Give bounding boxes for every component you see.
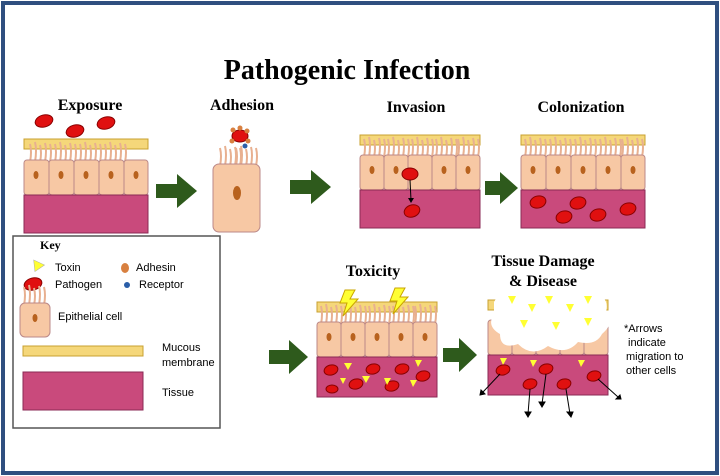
adhesion-panel <box>212 125 261 233</box>
nucleus <box>233 186 241 200</box>
label-damage-line2: & Disease <box>509 273 577 290</box>
receptor-icon <box>124 282 130 288</box>
damage-panel <box>479 286 622 418</box>
key-box: Key Toxin Adhesin Pathogen Receptor Epit… <box>12 235 221 429</box>
invasion-panel <box>359 134 481 229</box>
label-colonization: Colonization <box>537 99 624 116</box>
damage-cloud <box>491 286 611 352</box>
arrow-right-icon <box>269 340 308 374</box>
label-toxicity: Toxicity <box>346 263 401 280</box>
lightning-icon <box>339 289 360 317</box>
mucous-membrane <box>316 301 438 313</box>
arrow-right-icon <box>156 174 197 208</box>
pathogen-icon <box>403 204 421 218</box>
key-adhesin-label: Adhesin <box>136 262 176 274</box>
adhesin-icon <box>121 263 129 273</box>
exposure-panel <box>23 114 149 234</box>
tissue-icon <box>22 371 144 411</box>
label-exposure: Exposure <box>58 97 123 114</box>
note-line4: other cells <box>626 365 677 377</box>
arrow-right-icon <box>443 338 477 372</box>
key-tissue-label: Tissue <box>162 387 194 399</box>
diagram-title: Pathogenic Infection <box>224 55 471 86</box>
toxin-icon <box>33 259 46 272</box>
note-line3: migration to <box>626 351 683 363</box>
mucous-membrane <box>359 134 481 146</box>
tissue-layer <box>23 194 149 234</box>
arrow-right-icon <box>485 172 518 204</box>
pathogen-icon <box>65 124 85 138</box>
note-line1: *Arrows <box>624 323 663 335</box>
label-adhesion: Adhesion <box>210 97 274 114</box>
key-heading: Key <box>40 238 61 252</box>
key-mucous-line2: membrane <box>162 357 215 369</box>
label-invasion: Invasion <box>387 99 446 116</box>
colonization-panel <box>520 134 646 229</box>
key-toxin-label: Toxin <box>55 262 81 274</box>
pathogen-icon <box>401 167 419 181</box>
key-pathogen-label: Pathogen <box>55 279 102 291</box>
note-line2: indicate <box>628 337 666 349</box>
pathogen-icon <box>34 114 54 128</box>
receptor-icon <box>242 143 248 149</box>
toxicity-panel <box>316 287 438 398</box>
label-damage-line1: Tissue Damage <box>491 253 594 270</box>
pathogen-icon <box>96 116 116 130</box>
arrow-right-icon <box>290 170 331 204</box>
mucous-membrane <box>520 134 646 146</box>
key-receptor-label: Receptor <box>139 279 184 291</box>
key-mucous-line1: Mucous <box>162 342 201 354</box>
key-epithelial-label: Epithelial cell <box>58 311 122 323</box>
mucous-membrane-icon <box>22 345 144 357</box>
lightning-icon <box>389 287 410 315</box>
